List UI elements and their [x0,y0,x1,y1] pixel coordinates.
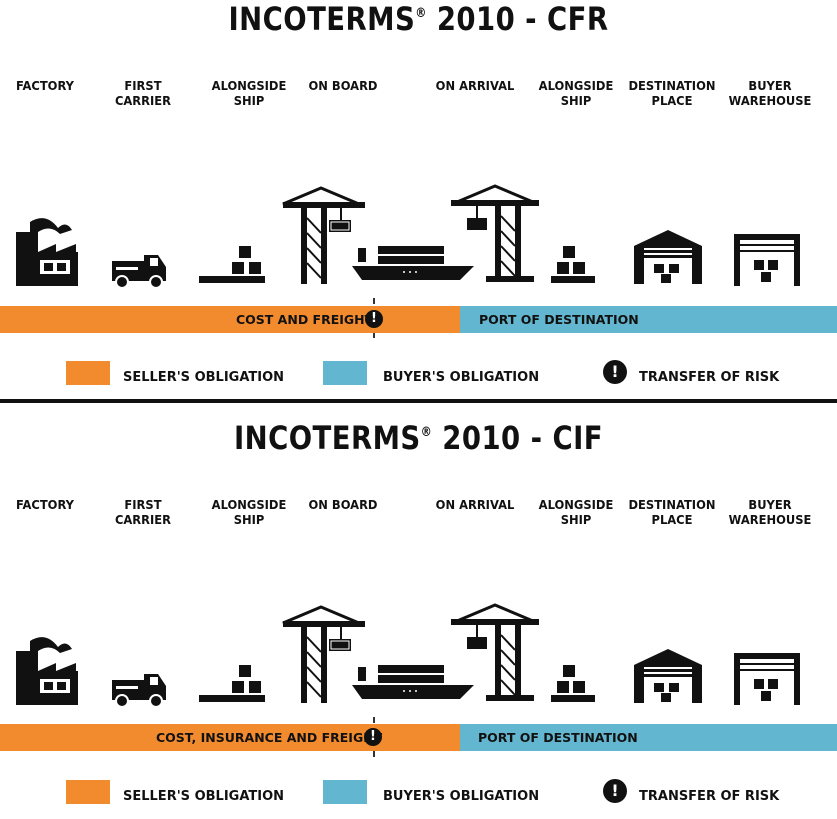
risk-marker-icon: ! [364,728,382,746]
seller-bar-label: COST, INSURANCE AND FREIGHT [156,730,383,745]
buyer-bar-label: PORT OF DESTINATION [478,730,638,745]
panel-divider [0,399,837,403]
seller-bar-label: COST AND FREIGHT [236,312,374,327]
buyer-legend-swatch [323,361,367,385]
pallet-icon [551,246,595,283]
buyer-bar-label: PORT OF DESTINATION [479,312,639,327]
buyer-obligation-bar [460,306,837,333]
cif-title-main: INCOTERMS [233,419,421,457]
risk-marker-icon: ! [365,310,383,328]
pallet-icon [199,246,265,283]
cif-title: INCOTERMS® 2010 - CIF [59,419,779,457]
crane-icon [451,184,539,282]
cfr-title-reg: ® [415,6,427,21]
cfr-icon-row [16,184,800,289]
stage-on-board: ON BOARD [308,78,378,93]
pallet-icon [199,665,265,702]
factory-icon [16,218,78,286]
stage-on-board: ON BOARD [308,497,378,512]
buyer-obligation-bar [460,724,837,751]
cfr-title-main: INCOTERMS [228,0,416,38]
risk-legend-label: TRANSFER OF RISK [639,789,780,804]
stage-factory: FACTORY [15,78,75,93]
seller-legend-swatch [66,780,110,804]
buyer-legend-swatch [323,780,367,804]
cif-title-suffix: 2010 - CIF [442,419,604,457]
risk-legend-icon: ! [603,779,627,803]
warehouse-icon [734,234,800,286]
ship-icon [352,246,474,280]
seller-obligation-bar [0,724,460,751]
cif-icon-row [16,603,800,708]
crane-icon [282,186,365,284]
stage-on-arrival: ON ARRIVAL [435,78,515,93]
factory-icon [16,637,78,705]
warehouse-icon [734,653,800,705]
cfr-title-suffix: 2010 - CFR [436,0,609,38]
seller-legend-label: SELLER'S OBLIGATION [123,789,285,804]
risk-legend-label: TRANSFER OF RISK [639,370,780,385]
seller-legend-label: SELLER'S OBLIGATION [123,370,285,385]
pallet-icon [551,665,595,702]
truck-icon [112,255,166,289]
crane-icon [451,603,539,701]
warehouse-icon [634,649,702,703]
warehouse-icon [634,230,702,284]
ship-icon [352,665,474,699]
risk-legend-icon: ! [603,360,627,384]
truck-icon [112,674,166,708]
stage-on-arrival: ON ARRIVAL [435,497,515,512]
cfr-title: INCOTERMS® 2010 - CFR [59,0,779,38]
buyer-legend-label: BUYER'S OBLIGATION [383,789,540,804]
stage-factory: FACTORY [15,497,75,512]
seller-obligation-bar [0,306,460,333]
crane-icon [282,605,365,703]
buyer-legend-label: BUYER'S OBLIGATION [383,370,540,385]
seller-legend-swatch [66,361,110,385]
cif-title-reg: ® [420,425,433,440]
